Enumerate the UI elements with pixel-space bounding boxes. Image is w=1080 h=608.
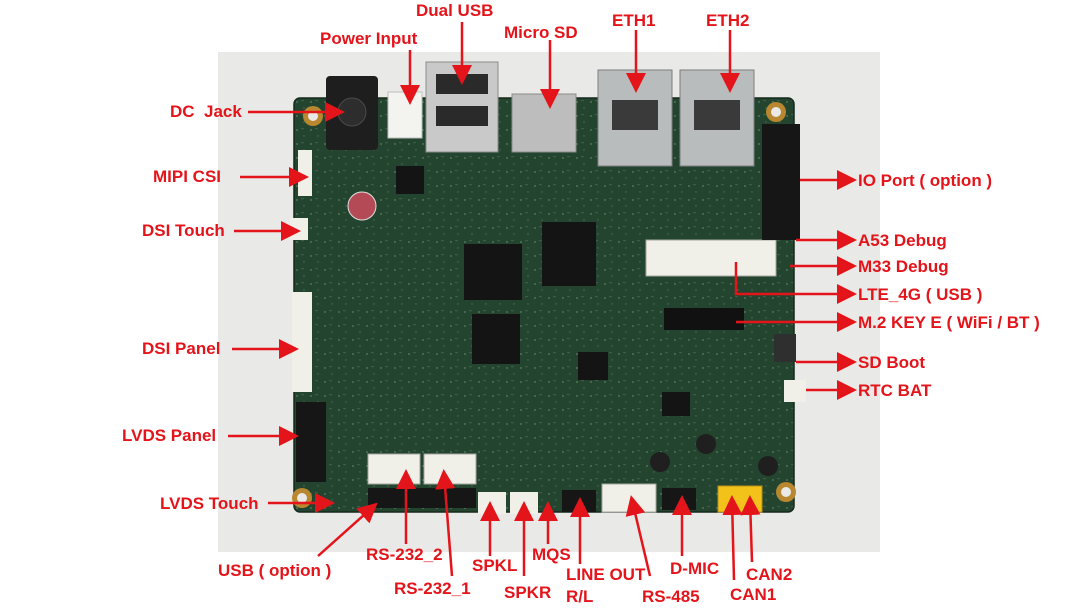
rs232-connector [423, 453, 477, 485]
label-dual-usb: Dual USB [416, 1, 494, 20]
label-lvds-panel: LVDS Panel [122, 426, 217, 445]
label-can2: CAN2 [746, 565, 793, 584]
rtc-bat-connector [784, 380, 806, 402]
speaker-connector [478, 492, 506, 514]
label-spkl: SPKL [472, 556, 518, 575]
jack [650, 452, 670, 472]
label-eth2: ETH2 [706, 11, 750, 30]
jack [696, 434, 716, 454]
label-micro-sd: Micro SD [504, 23, 578, 42]
label-rs232-1: RS-232_1 [394, 579, 471, 598]
label-io-port: IO Port ( option ) [858, 171, 993, 190]
arrow-usb-option [317, 502, 378, 557]
jack [758, 456, 778, 476]
label-line-out: LINE OUT [566, 565, 646, 584]
micro-sd-connector [511, 93, 577, 153]
mini-pcie-slot [645, 239, 777, 277]
power-input-connector [387, 91, 423, 139]
capacitor [347, 191, 377, 221]
label-eth1: ETH1 [612, 11, 656, 30]
rs485-connector [601, 483, 657, 513]
label-r-l: R/L [566, 587, 594, 606]
can-connector [717, 485, 763, 513]
arrow-rs485 [625, 495, 652, 577]
ic-chip [396, 166, 424, 194]
arrow-can1 [722, 495, 743, 581]
arrow-can2 [740, 495, 761, 563]
mipi-csi-connector [298, 150, 312, 196]
soc-chip [464, 244, 522, 300]
io-port-header [762, 124, 800, 240]
arrow-lte-4g [734, 262, 857, 304]
lvds-panel-header [296, 402, 326, 482]
label-dsi-touch: DSI Touch [142, 221, 225, 240]
sd-boot-switch [774, 334, 796, 362]
label-usb-option: USB ( option ) [218, 561, 332, 580]
label-spkr: SPKR [504, 583, 552, 602]
emmc-chip [472, 314, 520, 364]
label-rtc-bat: RTC BAT [858, 381, 932, 400]
label-lvds-touch: LVDS Touch [160, 494, 259, 513]
label-m2-key-e: M.2 KEY E ( WiFi / BT ) [858, 313, 1040, 332]
label-lte-4g: LTE_4G ( USB ) [858, 285, 983, 304]
arrow-rs232-1 [435, 469, 456, 577]
rs232-connector [367, 453, 421, 485]
label-mqs: MQS [532, 545, 571, 564]
header-block [368, 488, 476, 508]
dsi-panel-connector [292, 292, 312, 392]
m2-slot [664, 308, 744, 330]
header-block [662, 488, 696, 510]
ic-chip [662, 392, 690, 416]
label-mipi-csi: MIPI CSI [153, 167, 222, 186]
label-rs232-2: RS-232_2 [366, 545, 443, 564]
label-rs485: RS-485 [642, 587, 700, 606]
label-dsi-panel: DSI Panel [142, 339, 221, 358]
label-a53-debug: A53 Debug [858, 231, 947, 250]
dsi-touch-connector [290, 218, 308, 240]
label-can1: CAN1 [730, 585, 777, 604]
label-d-mic: D-MIC [670, 559, 720, 578]
callout-arrows [228, 22, 857, 581]
label-power-input: Power Input [320, 29, 418, 48]
label-dc-jack: DC Jack [170, 102, 242, 121]
label-sd-boot: SD Boot [858, 353, 926, 372]
ic-chip [578, 352, 608, 380]
label-m33-debug: M33 Debug [858, 257, 949, 276]
memory-chip [542, 222, 596, 286]
